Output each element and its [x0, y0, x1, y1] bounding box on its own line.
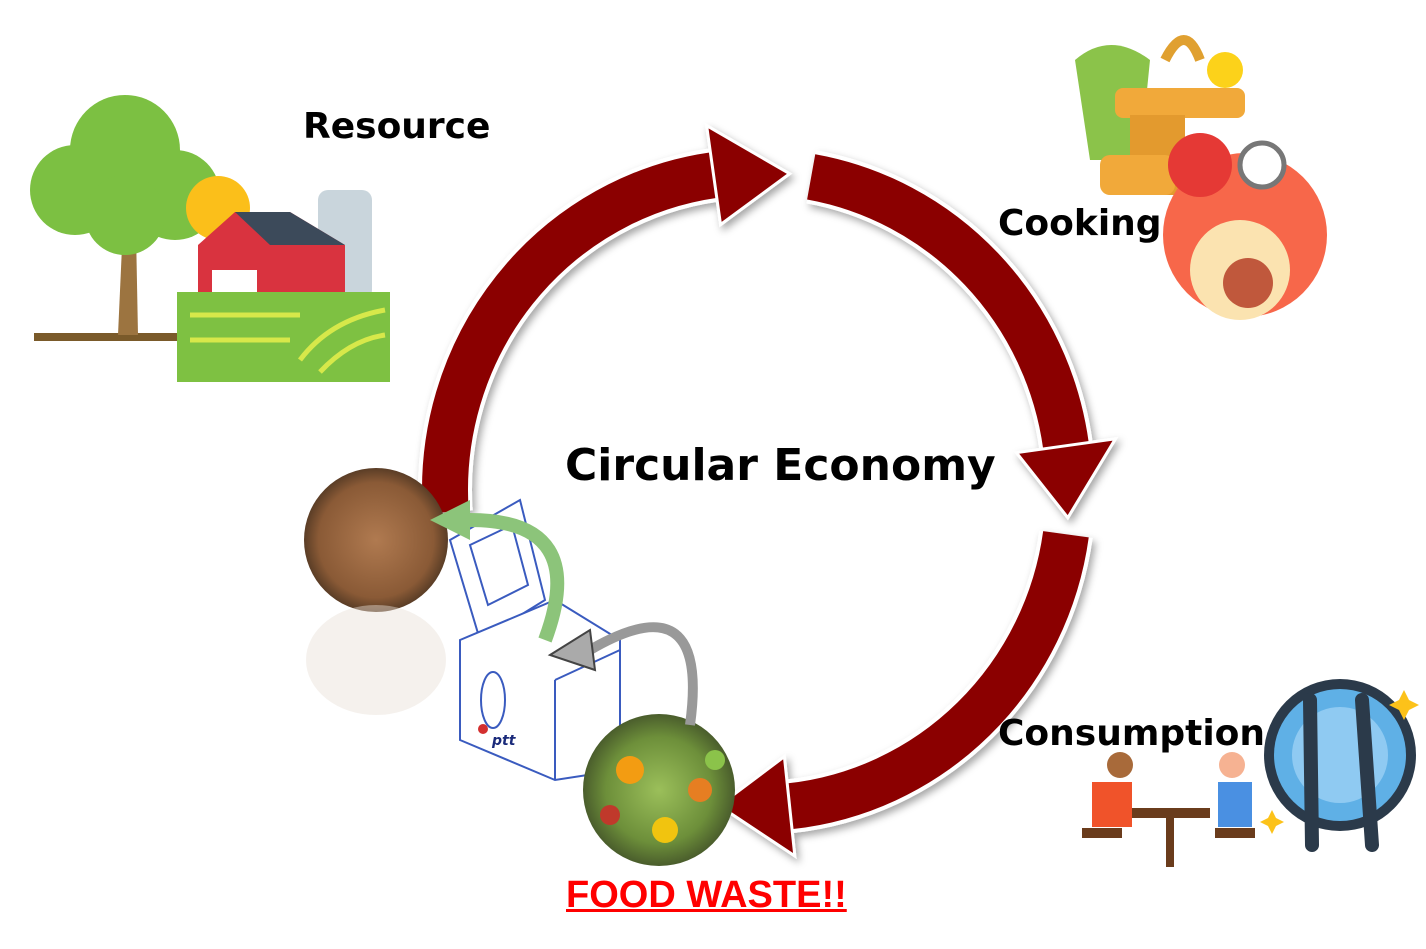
cycle-arrow-consumption-to-waste	[787, 531, 1089, 830]
cycle-arrow-resource-to-cooking	[422, 152, 717, 514]
compost-output-arrow	[469, 513, 565, 643]
stage-label-consumption: Consumption	[998, 713, 1266, 754]
cycle-arrow-cooking-to-consumption-head	[1013, 436, 1119, 521]
food-waste-input-arrow	[587, 622, 698, 726]
stage-label-cooking: Cooking	[998, 203, 1162, 244]
dining-icon	[1082, 679, 1419, 867]
diagram-title: Circular Economy	[565, 440, 996, 491]
food-waste-image	[583, 714, 735, 866]
cycle-arrow-resource-to-cooking-head	[704, 122, 793, 228]
cycle-arrows	[418, 122, 1119, 859]
cooking-ingredients-icon	[1075, 35, 1327, 320]
food-waste-arrow-head	[547, 628, 597, 672]
compost-soil-image	[304, 468, 448, 715]
stage-label-resource: Resource	[303, 106, 491, 147]
cycle-arrow-cooking-to-consumption	[806, 154, 1089, 450]
farm-tree-icon	[30, 95, 390, 382]
cycle-arrow-consumption-to-waste-head	[716, 753, 797, 859]
machine-brand-logo: ptt	[491, 733, 517, 749]
stage-label-food-waste: FOOD WASTE!!	[566, 874, 847, 916]
compost-arrow-head	[430, 500, 470, 540]
